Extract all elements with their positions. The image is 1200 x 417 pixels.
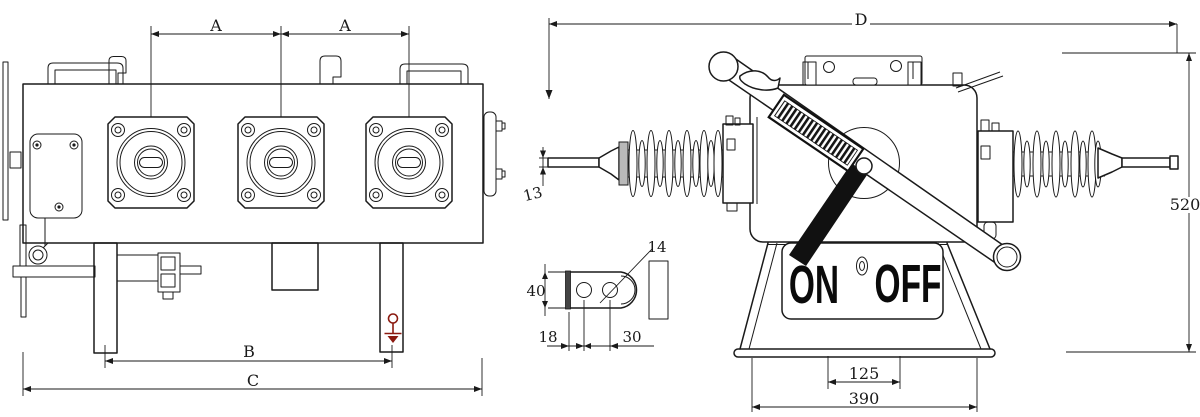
- lever-pivot: [855, 157, 873, 175]
- dim-b-label: B: [243, 342, 255, 361]
- dim-c-label: C: [247, 371, 259, 390]
- ground-symbol: [384, 313, 402, 343]
- top-mounting-plate: [802, 55, 1004, 93]
- dim-40: 40: [526, 264, 566, 316]
- dim-125-label: 125: [849, 364, 880, 383]
- dim-14-label: 14: [647, 238, 666, 256]
- dim-40-label: 40: [526, 282, 545, 300]
- dim-d: D: [545, 10, 1178, 99]
- dim-13: 13: [521, 147, 548, 205]
- dim-c: C: [22, 352, 483, 396]
- indicator-panel: [781, 242, 944, 320]
- dim-13-label: 13: [521, 183, 544, 205]
- pad-detail: 14 40 18 30: [526, 238, 669, 351]
- dim-b: B: [104, 342, 393, 368]
- dim-18-label: 18: [538, 328, 557, 346]
- mechanism-disc: [828, 127, 900, 199]
- operating-lever: [708, 51, 1022, 272]
- side-view: D ON OFF 125 390: [521, 10, 1200, 412]
- flange-phase-2: [237, 116, 325, 209]
- lifting-hooks: [47, 55, 469, 85]
- flange-phase-1: [107, 116, 195, 209]
- dim-390: 390: [751, 358, 978, 412]
- front-view: A A: [2, 16, 506, 396]
- dim-18-30: 18 30: [538, 300, 654, 351]
- dim-390-label: 390: [849, 389, 880, 408]
- off-label: OFF: [875, 253, 942, 314]
- clamp-bracket: [117, 252, 202, 300]
- left-insulator: [547, 115, 758, 212]
- dim-a: A A: [150, 16, 410, 117]
- dim-30-label: 30: [622, 328, 641, 346]
- right-insulator: [977, 119, 1179, 240]
- pad-hole-2: [602, 282, 618, 298]
- dim-125: 125: [827, 356, 901, 389]
- under-box: [271, 242, 319, 291]
- cover-panel: [28, 133, 83, 265]
- latch-hook: [739, 70, 781, 91]
- dim-520: 520: [1062, 52, 1200, 353]
- flange-phase-3: [365, 116, 453, 209]
- dim-520-label: 520: [1170, 195, 1200, 214]
- tank-body: [22, 83, 484, 244]
- on-label: ON: [789, 254, 839, 315]
- lever-label-plate: [767, 93, 865, 173]
- pad-hole-1: [576, 282, 592, 298]
- dim-a-left-label: A: [209, 16, 222, 35]
- position-pointer: [789, 161, 869, 266]
- dim-a-right-label: A: [338, 16, 351, 35]
- keyhole: [856, 256, 868, 276]
- left-bracket: [2, 61, 96, 318]
- right-edge-strip: [483, 111, 506, 197]
- base-stand: ON OFF: [733, 242, 996, 358]
- leg-left: [93, 242, 118, 354]
- dim-d-label: D: [855, 10, 868, 29]
- leg-right: [379, 242, 404, 353]
